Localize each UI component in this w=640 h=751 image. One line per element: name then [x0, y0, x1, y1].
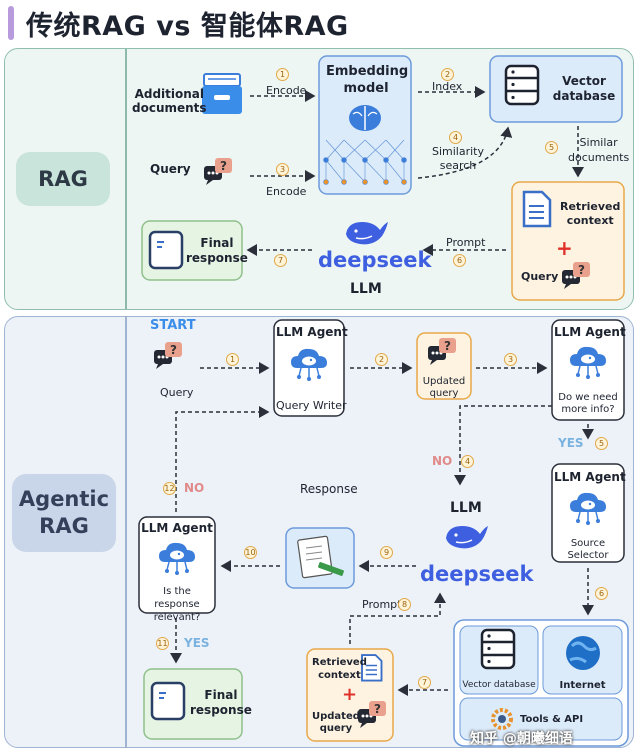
ag-step-8: 8 [398, 598, 411, 611]
rag-deepseek-whale-icon [345, 221, 389, 246]
ag-step-6: 6 [595, 587, 608, 600]
ag-step-7: 7 [418, 676, 431, 689]
neural-net-icon [323, 139, 407, 185]
title-accent-bar [8, 6, 14, 40]
source-internet-label: Internet [559, 680, 606, 691]
agentic-divider [125, 317, 127, 747]
rag-step-2: 2 [441, 68, 454, 81]
rag-final-response-label: Final response [186, 236, 248, 265]
additional-documents-label: Additional documents [132, 87, 207, 115]
agentic-query-chat-icon [154, 342, 182, 369]
agentic-updated-query-label: Updated query [312, 711, 360, 734]
source-tools-label: Tools & API [520, 714, 584, 725]
response-paper-icon [297, 535, 344, 579]
agentic-prompt-label: Prompt [362, 598, 402, 611]
documents-tray-icon [202, 73, 242, 114]
similarity-search-label: Similarity search [432, 145, 485, 172]
rag-step-4: 4 [449, 131, 462, 144]
rag-plus-sign: + [556, 236, 573, 260]
rag-llm-label: LLM [350, 281, 382, 297]
vector-database-label: Vector database [552, 74, 616, 103]
encode-label-2: Encode [266, 185, 307, 198]
embedding-model-label: Embedding model [326, 64, 409, 96]
index-label: Index [432, 80, 463, 93]
rag-context-doc-icon [522, 190, 552, 228]
rag-query-chat-icon [204, 158, 232, 185]
agentic-tag: Agentic RAG [12, 474, 116, 552]
do-we-need-label: Do we need more info? [558, 392, 618, 415]
rag-retrieved-context-label: Retrieved context [560, 200, 621, 227]
ag-step-2: 2 [375, 353, 388, 366]
agentic-deepseek-logo: deepseek [420, 562, 534, 586]
agentic-arrows [170, 362, 594, 696]
source-vector-db-icon [480, 628, 516, 670]
page-title: 传统RAG vs 智能体RAG [26, 11, 349, 42]
ag-step-12: 12 [163, 482, 176, 495]
ag-step-11: 11 [156, 637, 169, 650]
no-label-1: NO [432, 454, 453, 468]
agentic-llm-label: LLM [450, 500, 482, 516]
source-vector-db-label: Vector database [462, 680, 536, 690]
rag-tag: RAG [16, 152, 110, 206]
rag-step-1: 1 [276, 68, 289, 81]
ag-step-1: 1 [226, 353, 239, 366]
watermark: 知乎 @朝曦细语 [470, 731, 573, 747]
agentic-deepseek-whale-icon [445, 525, 489, 550]
rag-deepseek-logo: deepseek [318, 248, 432, 272]
similar-documents-label: Similar documents [568, 136, 630, 164]
query-writer-label: Query Writer [276, 399, 347, 412]
is-relevant-label: Is the response relevant? [153, 586, 201, 623]
rag-divider [125, 49, 127, 309]
ag-step-3: 3 [504, 353, 517, 366]
gear-icon [491, 708, 513, 730]
ag-step-5: 5 [595, 437, 608, 450]
agentic-plus-sign: + [342, 684, 358, 705]
yes-label-1: YES [558, 436, 584, 450]
rag-query-label: Query [150, 162, 191, 176]
rag-final-response-icon [148, 230, 184, 270]
agentic-final-response-icon [150, 681, 186, 721]
agentic-final-response-label: Final response [190, 688, 252, 717]
agentic-retrieved-context-label: Retrieved context [312, 657, 367, 681]
no-label-2: NO [184, 481, 205, 495]
agent-relevance-title: LLM Agent [141, 521, 213, 535]
updated-query-label: Updated query [422, 376, 466, 399]
rag-database-icon [504, 64, 540, 106]
prompt-label: Prompt [446, 236, 486, 249]
rag-arrows [246, 86, 584, 256]
agent-source-selector-title: LLM Agent [554, 470, 626, 484]
source-selector-label: Source Selector [567, 538, 609, 561]
response-label: Response [300, 482, 358, 496]
globe-icon [566, 636, 600, 670]
yes-label-2: YES [184, 636, 210, 650]
rag-context-query-label: Query [521, 270, 559, 283]
rag-step-7: 7 [274, 254, 287, 267]
rag-step-6: 6 [453, 254, 466, 267]
ag-step-10: 10 [244, 546, 257, 559]
brain-icon [349, 105, 381, 131]
ag-step-9: 9 [380, 546, 393, 559]
agentic-query-label: Query [160, 386, 194, 399]
rag-step-5: 5 [545, 141, 558, 154]
start-label: START [150, 318, 196, 333]
agent-query-writer-title: LLM Agent [276, 325, 348, 339]
ag-step-4: 4 [461, 455, 474, 468]
agent-more-info-title: LLM Agent [554, 325, 626, 339]
rag-step-3: 3 [276, 163, 289, 176]
encode-label-1: Encode [266, 84, 307, 97]
